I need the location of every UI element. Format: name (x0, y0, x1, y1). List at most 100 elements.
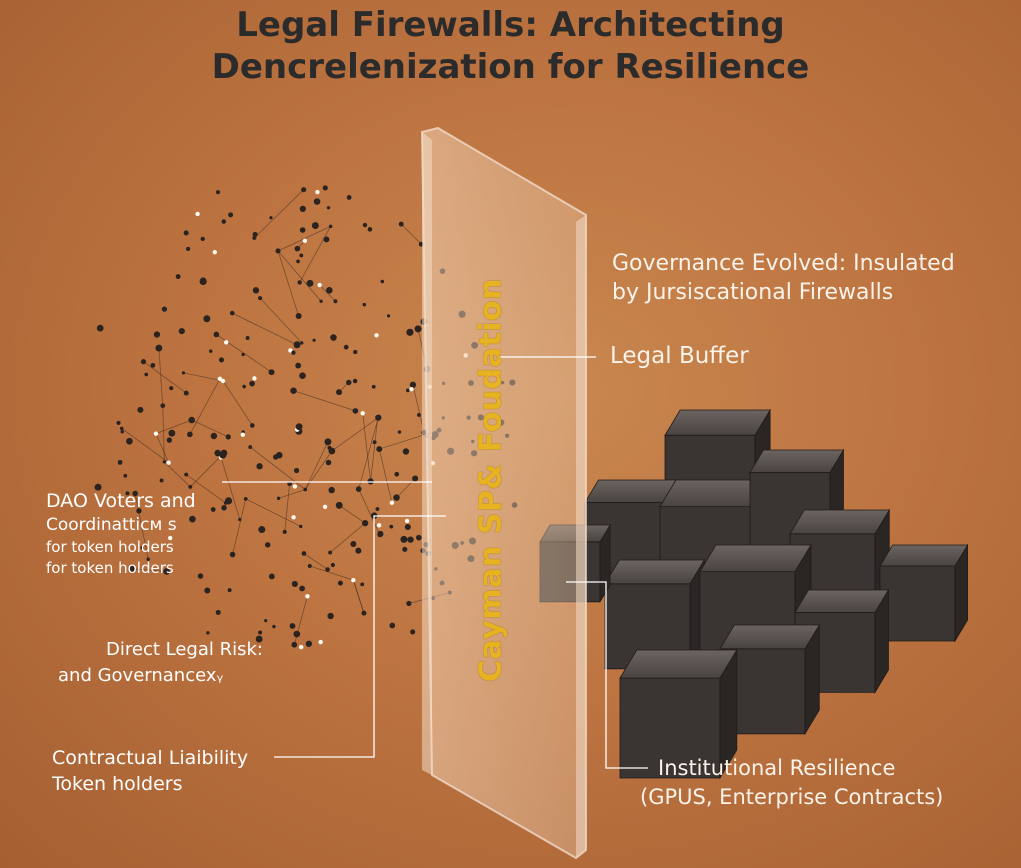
network-node (317, 282, 322, 288)
network-node (123, 473, 128, 478)
network-node (197, 573, 204, 579)
network-node (264, 542, 271, 548)
network-node (333, 299, 338, 304)
liability-label: Contractual Liaibility Token holders (52, 745, 248, 797)
network-node (352, 378, 358, 384)
network-node (313, 198, 321, 205)
network-node (275, 248, 281, 254)
network-node (299, 524, 303, 529)
institutional-label-line-1: Institutional Resilience (658, 756, 896, 780)
network-node (380, 279, 385, 284)
network-node (417, 413, 421, 417)
network-node (406, 600, 412, 607)
network-node (256, 463, 263, 470)
network-node (351, 577, 356, 583)
network-link (222, 380, 253, 426)
network-node (94, 483, 102, 491)
network-node (412, 475, 419, 482)
network-node (229, 310, 235, 316)
dao-voters-label: DAO Voters and Coordinattiсм s for token… (46, 488, 196, 578)
network-link (400, 223, 422, 245)
legal-buffer-label: Legal Buffer (610, 343, 749, 369)
network-node (325, 459, 332, 466)
network-node (140, 545, 144, 550)
network-node (166, 460, 171, 465)
network-node (295, 362, 302, 369)
network-node (300, 341, 304, 345)
network-node (307, 564, 312, 569)
network-node (405, 388, 410, 393)
network-node (402, 448, 410, 455)
institutional-label-line-2: (GPUS, Enterprise Contracts) (640, 785, 944, 809)
network-link (329, 522, 366, 553)
governance-label: Governance Evolved: Insulated by Jursisc… (612, 249, 955, 307)
network-node (290, 387, 297, 394)
network-node (243, 496, 248, 501)
network-link (185, 474, 226, 504)
network-node (126, 437, 133, 445)
network-node (276, 496, 281, 501)
network-link (278, 489, 306, 499)
network-link (121, 428, 169, 464)
network-node (352, 408, 359, 414)
network-node (241, 352, 245, 357)
network-node (153, 331, 161, 338)
network-link (293, 390, 356, 412)
network-link (220, 457, 241, 520)
title-line-2: Dencrelenization for Resilience (211, 47, 810, 87)
network-link (304, 450, 333, 490)
network-node (404, 523, 411, 531)
network-node (214, 449, 221, 457)
risk-label-line-1: Direct Legal Risk: (106, 639, 263, 660)
network-node (291, 350, 296, 355)
network-node (137, 406, 144, 413)
network-node (168, 429, 176, 437)
network-node (229, 551, 236, 558)
network-node (375, 414, 382, 421)
network-node (410, 629, 416, 635)
network-node (292, 484, 298, 489)
network-node (178, 327, 185, 335)
network-node (242, 384, 246, 389)
network-node (183, 230, 189, 236)
network-node (327, 612, 334, 620)
network-node (295, 423, 303, 431)
network-link (155, 433, 169, 463)
network-node (322, 504, 328, 509)
network-node (362, 302, 367, 307)
network-node (374, 333, 379, 338)
network-link (331, 417, 379, 452)
network-link (164, 461, 191, 488)
network-node (394, 471, 400, 477)
network-link (162, 405, 165, 462)
liability-label-line-2: Token holders (52, 773, 183, 795)
network-node (293, 467, 300, 474)
network-node (377, 532, 383, 538)
network-node (150, 362, 156, 368)
network-node (293, 341, 301, 349)
network-node (335, 501, 343, 509)
network-node (294, 245, 301, 252)
network-node (248, 445, 253, 449)
network-link (319, 284, 336, 302)
network-node (225, 434, 231, 440)
network-node (319, 299, 323, 303)
network-node (415, 534, 422, 541)
network-node (409, 387, 414, 392)
network-link (134, 493, 149, 560)
network-node (120, 429, 125, 434)
network-node (312, 338, 316, 342)
network-node (330, 334, 337, 341)
network-node (223, 501, 228, 505)
network-node (268, 573, 275, 580)
network-node (258, 296, 263, 301)
network-node (288, 348, 293, 353)
governance-label-line-1: Governance Evolved: Insulated (612, 251, 955, 276)
network-node (409, 381, 417, 389)
network-node (400, 535, 408, 543)
network-link (232, 312, 298, 346)
network-node (299, 205, 306, 212)
network-node (219, 451, 227, 459)
cube (719, 623, 820, 736)
